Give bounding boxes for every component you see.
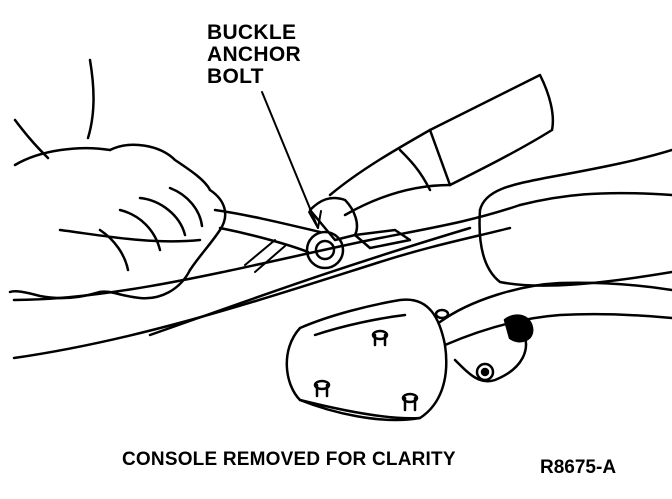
- stud-2: [315, 381, 329, 396]
- seat-belt-buckle: [310, 75, 553, 248]
- seat-bracket: [440, 283, 672, 381]
- callout-line-3: BOLT: [207, 65, 264, 88]
- bracket-plate: [287, 300, 446, 420]
- callout-leader: [262, 92, 321, 228]
- hand: [10, 145, 225, 298]
- stud-4: [436, 310, 448, 318]
- seat-cushion: [480, 150, 672, 286]
- figure-caption: CONSOLE REMOVED FOR CLARITY: [122, 449, 456, 470]
- callout-label: BUCKLE ANCHOR BOLT: [207, 22, 301, 88]
- floor-pan: [14, 193, 672, 358]
- sleeve: [15, 60, 94, 158]
- callout-line-1: BUCKLE: [207, 21, 297, 44]
- figure-id: R8675-A: [540, 457, 617, 478]
- stud-1: [373, 331, 387, 345]
- ratchet-wrench: [215, 210, 343, 272]
- callout-line-2: ANCHOR: [207, 43, 301, 66]
- stud-3: [403, 394, 417, 410]
